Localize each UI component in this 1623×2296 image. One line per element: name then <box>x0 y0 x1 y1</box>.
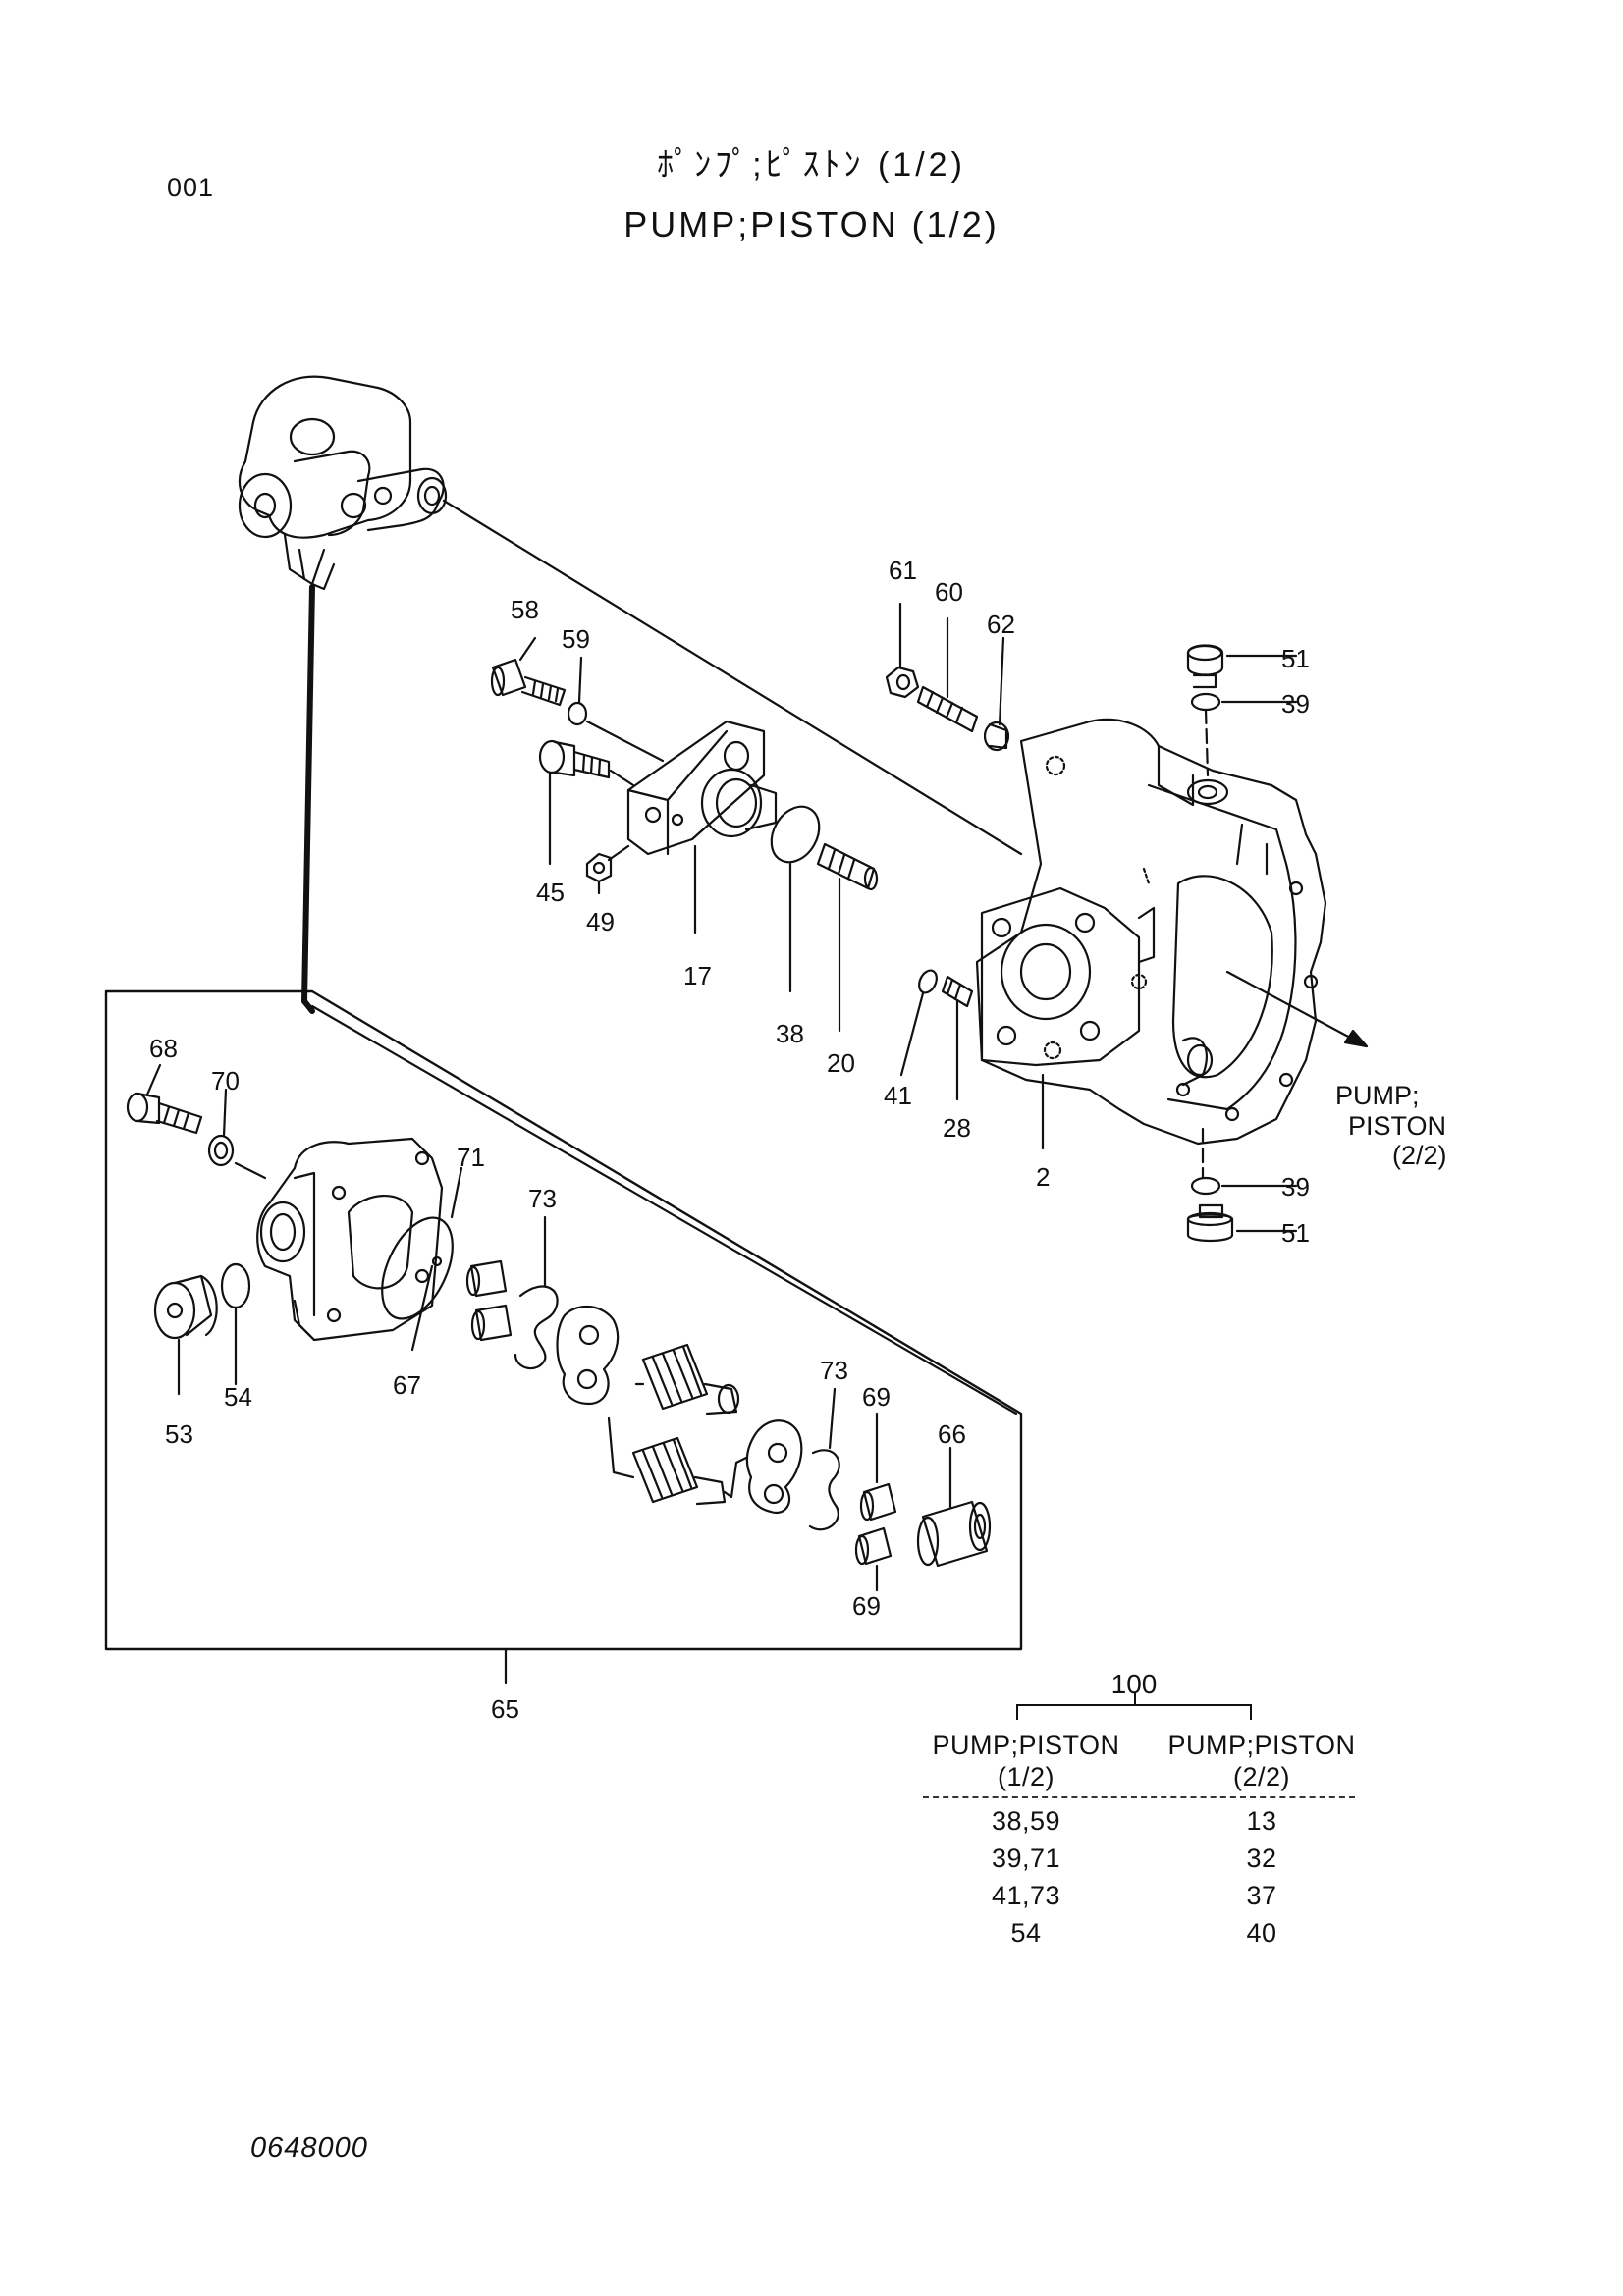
callout-51-bottom: 51 <box>1281 1218 1310 1248</box>
side-plate-left <box>556 1305 620 1406</box>
callout-69-lower: 69 <box>852 1591 881 1621</box>
callout-38: 38 <box>776 1019 804 1048</box>
part-73-plate-right <box>808 1449 840 1531</box>
callout-67: 67 <box>393 1370 421 1400</box>
part-70-washer <box>207 1134 235 1167</box>
part-68-bolt <box>126 1092 203 1135</box>
gear-pump-cover <box>256 1137 444 1342</box>
table-cell: 39,71 <box>991 1843 1061 1873</box>
header-col2-line2: (2/2) <box>1232 1762 1291 1791</box>
header-divider <box>923 1796 1355 1798</box>
part-71-o-ring <box>381 1216 454 1320</box>
bushings-left <box>465 1259 513 1342</box>
table-row: 41,73 37 <box>908 1877 1380 1914</box>
group-bracket <box>1016 1692 1252 1720</box>
table-cell: 41,73 <box>991 1881 1061 1910</box>
callout-54: 54 <box>224 1382 252 1412</box>
table-cell: 40 <box>1246 1918 1277 1948</box>
side-plate-right <box>745 1419 803 1515</box>
callout-58: 58 <box>511 595 539 624</box>
part-59-o-ring <box>567 701 588 726</box>
callout-70: 70 <box>211 1066 240 1095</box>
part-20-set-screw <box>816 842 879 891</box>
callout-2: 2 <box>1036 1162 1050 1192</box>
page-title: PUMP;PISTON (1/2) <box>623 204 1000 244</box>
callout-45: 45 <box>536 878 565 907</box>
part-28-set-screw <box>941 975 974 1008</box>
part-66-sleeve <box>916 1500 992 1568</box>
parts-cross-reference-table: 100 PUMP;PISTON (1/2) PUMP;PISTON (2/2) … <box>908 1669 1380 1951</box>
header-col2-line1: PUMP;PISTON <box>1167 1731 1356 1760</box>
callout-17: 17 <box>683 961 712 990</box>
callout-53: 53 <box>165 1419 193 1449</box>
callout-28: 28 <box>943 1113 971 1143</box>
part-69-bushing-lower <box>854 1526 893 1566</box>
table-cell: 38,59 <box>991 1806 1061 1836</box>
table-cell: 13 <box>1246 1806 1277 1836</box>
table-row: 38,59 13 <box>908 1802 1380 1840</box>
part-17-valve-block <box>626 720 778 856</box>
callout-62: 62 <box>987 610 1015 639</box>
callout-60: 60 <box>935 577 963 607</box>
title-japanese: ﾎﾟﾝﾌﾟ;ﾋﾟｽﾄﾝ (1/2) <box>657 146 966 184</box>
callout-49: 49 <box>586 907 615 936</box>
callout-51-top: 51 <box>1281 644 1310 673</box>
callout-73-left: 73 <box>528 1184 557 1213</box>
page-number: 001 <box>167 173 215 202</box>
header-col1-line1: PUMP;PISTON <box>932 1731 1120 1760</box>
continuation-note-line3: (2/2) <box>1392 1141 1447 1170</box>
part-54-o-ring <box>220 1262 251 1309</box>
part-60-threaded-rod <box>916 685 979 733</box>
callout-66: 66 <box>938 1419 966 1449</box>
callout-41: 41 <box>884 1081 912 1110</box>
driven-gear <box>631 1436 727 1506</box>
callout-73-right: 73 <box>820 1356 848 1385</box>
callout-20: 20 <box>827 1048 855 1078</box>
header-column-2: PUMP;PISTON (2/2) <box>1144 1730 1380 1792</box>
document-code: 0648000 <box>250 2132 368 2163</box>
part-62-plug <box>983 721 1010 752</box>
table-row: 54 40 <box>908 1914 1380 1951</box>
callout-69-upper: 69 <box>862 1382 891 1412</box>
part-73-plate-left <box>514 1285 559 1370</box>
table-cell: 54 <box>1010 1918 1042 1948</box>
table-cell: 37 <box>1246 1881 1277 1910</box>
callout-68: 68 <box>149 1034 178 1063</box>
part-69-bushing-upper <box>859 1482 897 1522</box>
part-51-plug-top <box>1186 644 1224 689</box>
callout-59: 59 <box>562 624 590 654</box>
table-cell: 32 <box>1246 1843 1277 1873</box>
part-58-plug <box>490 658 567 707</box>
gear-pump-assembly-top <box>238 375 448 591</box>
part-61-nut <box>885 666 920 699</box>
header-col1-line2: (1/2) <box>997 1762 1055 1791</box>
part-2-pump-housing <box>975 718 1327 1146</box>
part-51-plug-bottom <box>1186 1203 1234 1243</box>
part-39-o-ring-top <box>1190 692 1221 712</box>
part-45-bolt <box>538 739 611 779</box>
drive-gear <box>641 1343 740 1415</box>
callout-71: 71 <box>457 1143 485 1172</box>
continuation-note-line2: PISTON <box>1348 1111 1446 1141</box>
part-49-nut <box>585 852 613 883</box>
assembly-65-frame <box>104 989 1023 1651</box>
part-38-o-ring <box>770 805 821 864</box>
callout-65: 65 <box>491 1694 519 1724</box>
part-41-o-ring <box>918 969 938 994</box>
part-39-o-ring-bottom <box>1190 1176 1221 1196</box>
continuation-note-line1: PUMP; <box>1335 1081 1420 1110</box>
callout-39-top: 39 <box>1281 689 1310 719</box>
callout-61: 61 <box>889 556 917 585</box>
header-column-1: PUMP;PISTON (1/2) <box>908 1730 1144 1792</box>
table-row: 39,71 32 <box>908 1840 1380 1877</box>
table-header: PUMP;PISTON (1/2) PUMP;PISTON (2/2) <box>908 1730 1380 1792</box>
part-53-plug <box>153 1274 218 1340</box>
callout-39-bottom: 39 <box>1281 1172 1310 1201</box>
